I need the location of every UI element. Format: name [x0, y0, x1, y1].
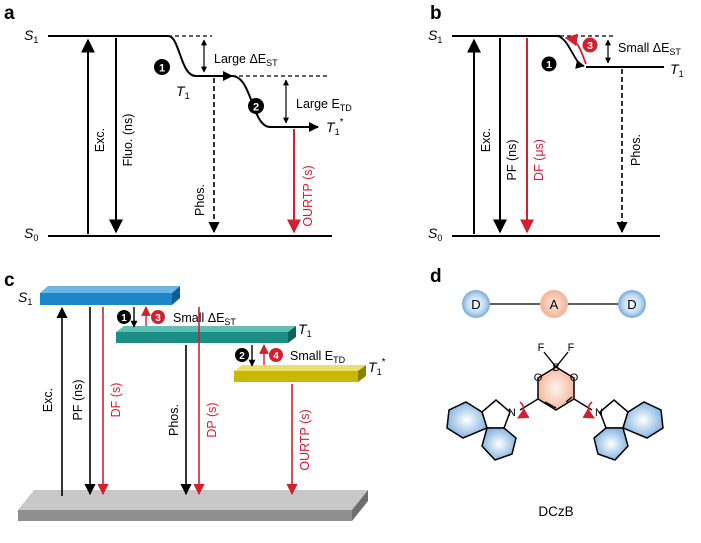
acceptor-label: A	[550, 297, 559, 312]
atom-n-right: N	[595, 407, 603, 419]
atom-n-left: N	[508, 407, 516, 419]
acceptor-circle	[540, 290, 568, 318]
bf-bond-2	[555, 351, 569, 368]
panel-c-exc-label: Exc.	[41, 388, 55, 412]
panel-a-t1-label: T1	[176, 83, 190, 101]
panel-c-df-label: DF (s)	[109, 383, 123, 418]
donor-left-label: D	[471, 297, 480, 312]
panel-c-s1-plate	[40, 286, 180, 305]
donor-right-label: D	[627, 297, 636, 312]
panel-b-pf-label: PF (ns)	[505, 140, 519, 181]
panel-c-t1-label: T1	[298, 321, 312, 339]
panel-c-phos-label: Phos.	[167, 404, 181, 436]
panel-a-gap2-text: Large ETD	[296, 97, 352, 113]
carbazole-left	[446, 399, 517, 461]
panel-a-exc-label: Exc.	[93, 128, 107, 152]
panel-c-t1-plate	[116, 326, 296, 343]
panel-a-s0-label: S0	[24, 225, 38, 243]
panel-c-step3-number: 3	[155, 313, 161, 324]
panel-c-t1star-plate	[234, 365, 366, 382]
panel-c-dp-label: DP (s)	[205, 402, 219, 437]
panel-c-gap2-text: Small ETD	[290, 349, 346, 365]
panel-b-exc-label: Exc.	[479, 128, 493, 152]
panel-c-step2-number: 2	[239, 351, 245, 362]
panel-b-isc-curve	[557, 35, 585, 69]
rotation-mark-right	[582, 401, 595, 419]
panel-c-step2-circle	[235, 348, 249, 362]
panel-a-gap1-text: Large ΔEST	[214, 52, 278, 68]
panel-a-step2-circle	[248, 98, 264, 114]
panel-c-step1-circle	[117, 310, 131, 324]
panel-c: c S1 S0 T1 T1*	[4, 270, 386, 523]
panel-a-label: a	[4, 3, 15, 24]
atom-o-right: O	[570, 372, 579, 384]
panel-b-risc-curve	[564, 33, 587, 65]
panel-b-step3-circle	[582, 37, 598, 53]
panel-c-step4-circle	[269, 348, 283, 362]
donor-left-circle	[462, 290, 490, 318]
panel-a-t1star-label: T1*	[326, 117, 344, 137]
panel-a-phos-label: Phos.	[193, 184, 207, 216]
panel-c-s0-plate	[18, 490, 368, 521]
donor-right-circle	[618, 290, 646, 318]
atom-b: B	[552, 362, 559, 374]
compound-name: DCzB	[538, 504, 573, 519]
panel-c-s1-label: S1	[18, 289, 32, 307]
panel-c-step3-circle	[151, 310, 165, 324]
panel-a: a S1 S0 T1 T1* Large ΔEST Large ETD 1 2 …	[4, 3, 352, 243]
panel-c-step4-number: 4	[273, 351, 279, 362]
panel-b: b S1 S0 T1 3 1 Small ΔEST Exc. PF (ns) D…	[428, 3, 684, 243]
bf-bond-1	[543, 351, 557, 368]
atom-f-right: F	[568, 342, 575, 354]
panel-d-label: d	[430, 266, 442, 287]
panel-b-step3-number: 3	[587, 40, 593, 52]
acceptor-ring	[519, 351, 593, 411]
panel-a-ourtp-label: OURTP (s)	[301, 165, 315, 226]
carbazole-right	[593, 399, 664, 461]
panel-b-s0-label: S0	[428, 225, 442, 243]
panel-a-fluo-label: Fluo. (ns)	[121, 114, 135, 167]
atom-f-left: F	[538, 342, 545, 354]
panel-b-s1-label: S1	[428, 27, 442, 45]
panel-b-step1-circle	[541, 56, 557, 72]
panel-a-s1-label: S1	[24, 27, 38, 45]
panel-b-gap-text: Small ΔEST	[618, 41, 681, 57]
panel-b-df-label: DF (μs)	[532, 139, 546, 181]
panel-b-step1-number: 1	[546, 59, 552, 71]
panel-c-t1star-label: T1*	[368, 357, 386, 377]
panel-c-label: c	[4, 270, 15, 291]
panel-c-pf-label: PF (ns)	[71, 380, 85, 421]
panel-a-step2-number: 2	[253, 102, 259, 114]
atom-o-left: O	[534, 372, 543, 384]
panel-a-step1-number: 1	[159, 63, 165, 75]
panel-c-ourtp-label: OURTP (s)	[298, 409, 312, 470]
panel-b-phos-label: Phos.	[629, 134, 643, 166]
panel-b-t1-label: T1	[670, 61, 684, 79]
panel-c-step1-number: 1	[121, 313, 127, 324]
panel-a-step1-circle	[154, 59, 170, 75]
panel-c-gap1-text: Small ΔEST	[173, 311, 236, 327]
panel-d: d D A D B F F O O N	[430, 266, 664, 519]
panel-b-label: b	[430, 3, 442, 24]
rotation-mark-left	[517, 401, 530, 419]
panel-a-isc-curve	[167, 35, 233, 81]
